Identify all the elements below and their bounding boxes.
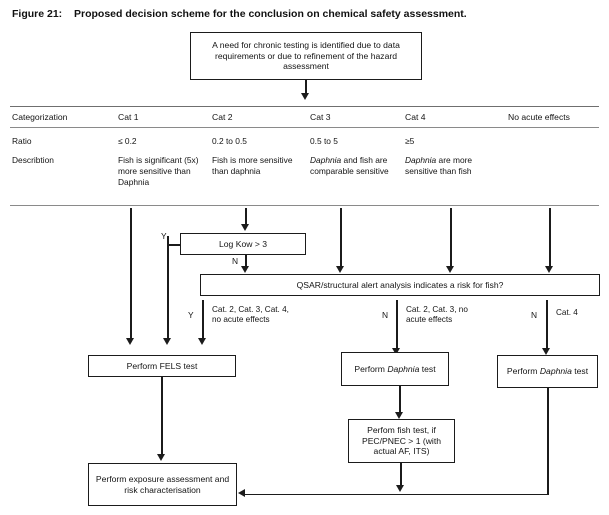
figure-caption: Figure 21: Proposed decision scheme for t… <box>12 8 602 20</box>
description-rest-cat-4: are more sensitive than fish <box>405 155 473 177</box>
start-box: A need for chronic testing is identified… <box>190 32 422 80</box>
arrowhead-daphnia-mid-to-fish-test <box>395 412 404 419</box>
action-box-exposure-assessment: Perform exposure assessment and risk cha… <box>88 463 237 506</box>
connector-cat4-down <box>450 208 452 268</box>
connector-cat3-down <box>340 208 342 268</box>
table-row-label-ratio: Ratio <box>12 136 32 146</box>
connector-logkow-yes-vertical <box>167 236 169 340</box>
table-cell-description-cat-4: Daphnia are more sensitive than fish <box>405 155 497 177</box>
table-cell-ratio-cat-4: ≥5 <box>405 136 415 146</box>
daphnia-italic-cat-3: Daphnia <box>310 155 342 165</box>
table-top-rule <box>10 106 599 108</box>
branch-label-logkow-no: N <box>232 256 239 266</box>
daphnia-test-right-text: Perform Daphnia test <box>507 366 588 377</box>
table-cell-ratio-cat-2: 0.2 to 0.5 <box>212 136 247 146</box>
description-rest-cat-3: and fish are comparable sensitive <box>310 155 389 177</box>
table-header-cat-4: Cat 4 <box>405 112 426 122</box>
table-header-rule <box>10 127 599 128</box>
action-box-fels-test: Perform FELS test <box>88 355 236 377</box>
connector-daphnia-right-to-bus <box>547 388 549 495</box>
connector-qsar-yes <box>202 300 204 340</box>
daphnia-right-italic: Daphnia <box>539 366 572 377</box>
action-box-fish-test: Perfom fish test, if PEC/PNEC > 1 (with … <box>348 419 455 463</box>
connector-no-acute-down <box>549 208 551 268</box>
action-box-daphnia-test-middle: Perform Daphnia test <box>341 352 449 386</box>
figure-title: Proposed decision scheme for the conclus… <box>74 8 467 20</box>
connector-logkow-yes-horizontal <box>168 244 181 246</box>
decision-box-log-kow: Log Kow > 3 <box>180 233 306 255</box>
connector-fels-to-exposure <box>161 377 163 455</box>
arrowhead-qsar-no-mid-to-daphnia <box>392 348 401 355</box>
bottom-bus-line <box>244 493 548 496</box>
table-cell-description-cat-1: Fish is significant (5x) more sensitive … <box>118 155 199 188</box>
branch-note-qsar-yes: Cat. 2, Cat. 3, Cat. 4, no acute effects <box>212 305 289 325</box>
connector-daphnia-mid-to-fish-test <box>399 386 401 414</box>
arrowhead-logkow-no-to-qsar <box>241 266 250 273</box>
daphnia-test-middle-text: Perform Daphnia test <box>354 364 435 375</box>
connector-logkow-no <box>245 255 247 269</box>
table-cell-description-cat-2: Fish is more sensitive than daphnia <box>212 155 293 177</box>
connector-qsar-no-right <box>546 300 548 350</box>
branch-note-qsar-no-right: Cat. 4 <box>556 308 578 317</box>
arrowhead-cat1-to-fels <box>126 338 135 345</box>
arrowhead-qsar-yes-to-fels <box>198 338 207 345</box>
table-header-categorization: Categorization <box>12 112 68 122</box>
table-cell-ratio-cat-1: ≤ 0.2 <box>118 136 137 146</box>
arrowhead-cat4-to-qsar <box>446 266 455 273</box>
daphnia-mid-italic: Daphnia <box>387 363 420 374</box>
arrowhead-logkow-yes-to-fels <box>163 338 172 345</box>
daphnia-right-tail: test <box>571 366 589 377</box>
daphnia-mid-lead: Perform <box>354 363 388 374</box>
table-cell-description-cat-3: Daphnia and fish are comparable sensitiv… <box>310 155 398 177</box>
arrowhead-bus-to-exposure <box>238 489 245 498</box>
arrowhead-qsar-no-right-to-daphnia <box>542 348 551 355</box>
branch-label-logkow-yes: Y <box>161 231 167 241</box>
branch-note-qsar-no-mid: Cat. 2, Cat. 3, no acute effects <box>406 305 468 325</box>
branch-label-qsar-no-mid: N <box>382 310 389 320</box>
arrowhead-no-acute-to-qsar <box>545 266 554 273</box>
arrowhead-start-to-table <box>301 93 310 100</box>
connector-start-to-table <box>305 80 307 96</box>
table-bottom-rule <box>10 205 599 206</box>
branch-label-qsar-no-right: N <box>531 310 538 320</box>
table-header-cat-1: Cat 1 <box>118 112 139 122</box>
arrowhead-cat2-to-logkow <box>241 224 250 231</box>
arrowhead-fish-test-to-bus <box>396 485 405 492</box>
daphnia-mid-tail: test <box>419 363 436 374</box>
connector-fish-test-to-bus <box>400 463 402 485</box>
action-box-daphnia-test-right: Perform Daphnia test <box>497 355 598 388</box>
arrowhead-fels-to-exposure <box>157 454 166 461</box>
table-cell-ratio-cat-3: 0.5 to 5 <box>310 136 338 146</box>
daphnia-right-lead: Perform <box>506 366 540 377</box>
table-header-cat-2: Cat 2 <box>212 112 233 122</box>
daphnia-italic-cat-4: Daphnia <box>405 155 437 165</box>
table-header-cat-3: Cat 3 <box>310 112 331 122</box>
branch-label-qsar-yes: Y <box>188 310 194 320</box>
table-row-label-description: Describtion <box>12 155 54 165</box>
figure-number: Figure 21: <box>12 8 63 20</box>
connector-qsar-no-mid <box>396 300 398 350</box>
connector-cat2-down <box>245 208 247 226</box>
connector-cat1-down <box>130 208 132 340</box>
decision-box-qsar: QSAR/structural alert analysis indicates… <box>200 274 600 296</box>
arrowhead-cat3-to-qsar <box>336 266 345 273</box>
table-header-no-acute-effects: No acute effects <box>508 112 570 122</box>
